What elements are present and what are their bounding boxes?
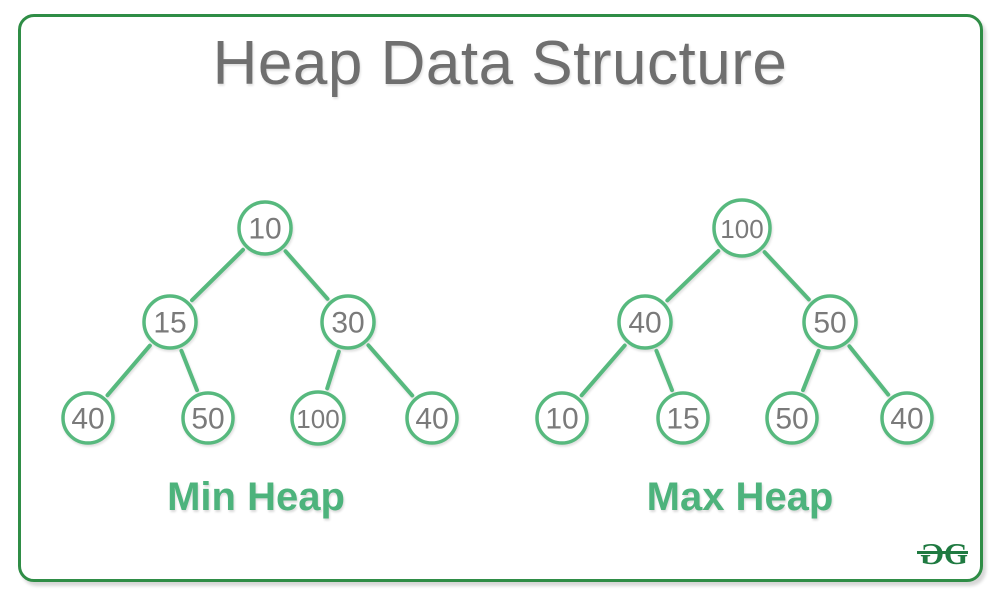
heap-node-circle [237,200,293,256]
min-heap-tree: 10 15 30 40 50 100 40 [61,200,459,446]
heap-node-value: 15 [666,403,699,436]
heap-node-circle [617,294,673,350]
heap-node-value: 50 [191,403,224,436]
heap-node-circle [535,391,589,445]
heap-node-circle [320,294,376,350]
heap-edge [654,348,674,393]
min-heap-label: Min Heap [167,475,345,519]
heap-node-value: 50 [775,403,808,436]
max-heap-label: Max Heap [646,475,834,519]
heap-node-value: 10 [248,213,281,246]
heap-edge [283,249,330,301]
heap-edge [579,343,627,398]
heap-node-value: 100 [720,214,763,244]
heap-edge [190,247,245,303]
heap-node-value: 100 [296,404,339,434]
heap-node-circle [61,391,115,445]
heap-node-circle [880,391,934,445]
heap-node-value: 40 [890,403,923,436]
heap-node-value: 40 [415,403,448,436]
heap-edge [847,344,891,397]
heap-edge [179,348,199,393]
heap-node-value: 10 [545,403,578,436]
heap-edge [665,249,721,303]
page-title: Heap Data Structure [212,29,788,98]
heap-edge [366,343,415,398]
heap-node-circle [765,391,819,445]
heap-edge [105,343,152,398]
heap-node-circle [181,391,235,445]
heap-node-value: 15 [153,307,186,340]
heap-node-circle [405,391,459,445]
heap-node-circle [712,198,772,258]
heap-node-circle [142,294,198,350]
heap-node-circle [290,390,346,446]
heap-node-circle [802,294,858,350]
heap-edge [325,349,341,391]
heap-node-value: 40 [628,307,661,340]
heap-edge [762,250,811,302]
heap-node-value: 50 [813,307,846,340]
logo-strike-bar [916,551,968,554]
heap-edge [801,348,821,393]
heap-node-circle [656,391,710,445]
heap-node-value: 30 [331,307,364,340]
geeksforgeeks-logo: GG [916,536,968,571]
heap-node-value: 40 [71,403,104,436]
max-heap-tree: 100 40 50 10 15 50 40 [535,198,934,445]
